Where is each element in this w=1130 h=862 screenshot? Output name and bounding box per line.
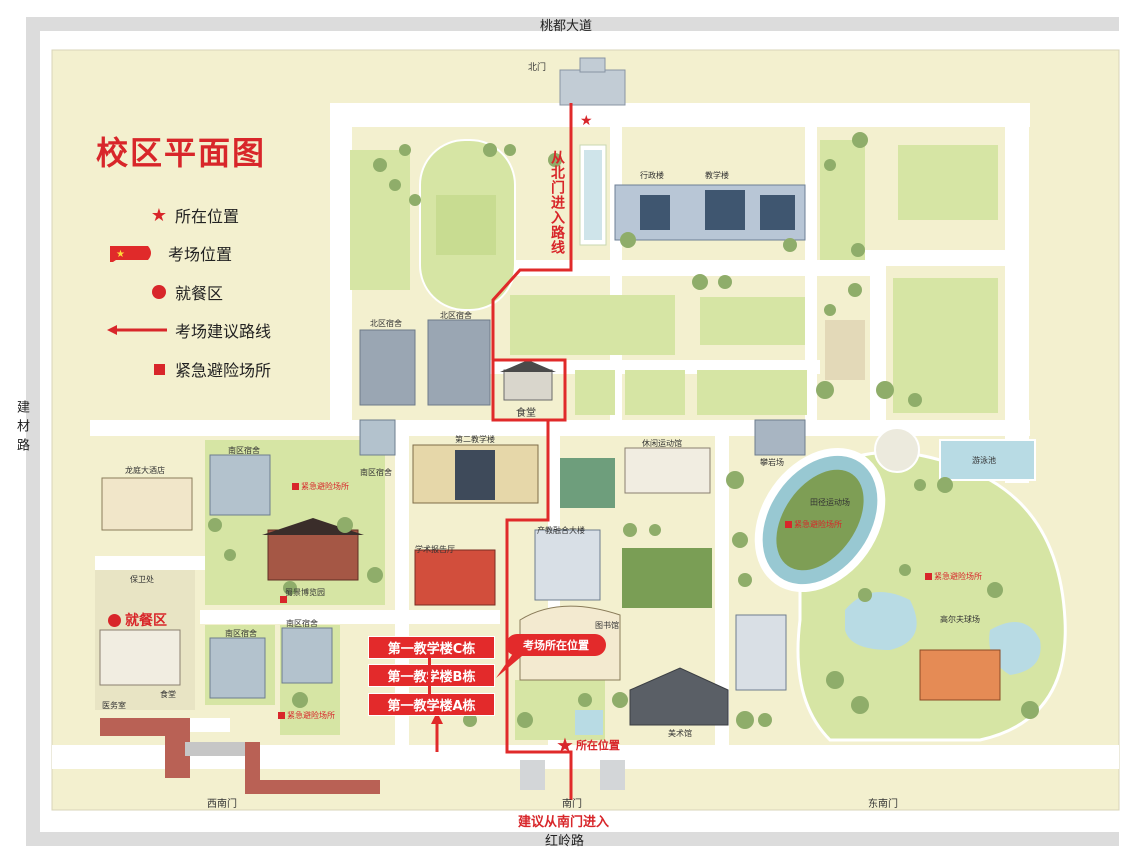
admin-label: 行政楼 [640, 171, 664, 180]
north-dorm-buildings [359, 319, 491, 406]
road-west [26, 17, 40, 846]
south-route-label: 建议从南门进入 [518, 815, 610, 830]
second-teaching-label: 第二教学楼 [455, 435, 495, 444]
road-south [26, 832, 1119, 846]
emergency-marker-2: 紧急避险场所 [785, 519, 842, 530]
south-gate-label: 南门 [562, 799, 582, 810]
south-dorm3-label: 南区宿舍 [225, 629, 257, 638]
golf-clubhouse [919, 649, 1001, 701]
exam-connector [428, 655, 431, 695]
leisure-gym-building [624, 447, 711, 494]
dot-icon [147, 285, 171, 299]
north-dorm1-label: 北区宿舍 [370, 319, 402, 328]
admin-teaching-building [614, 184, 806, 241]
industry-building-label: 产教融合大楼 [537, 526, 585, 535]
road-north-label: 桃都大道 [540, 19, 593, 34]
north-route-label: 从北门进入路线 [549, 150, 565, 255]
emergency-marker-3: 紧急避险场所 [925, 571, 982, 582]
emergency-marker-5 [280, 596, 289, 603]
exam-location-callout[interactable]: 考场所在位置 [506, 634, 606, 656]
south-dorm-building-4 [281, 627, 333, 684]
exam-building-c-button[interactable]: 第一教学楼C栋 [368, 636, 495, 659]
clinic-label: 医务室 [102, 701, 126, 710]
emergency-marker-4: 紧急避险场所 [278, 710, 335, 721]
arrow-left-icon [105, 324, 169, 336]
legend-location: ★ 所在位置 [147, 203, 239, 227]
south-dorm2-label: 南区宿舍 [360, 468, 392, 477]
square-icon [147, 363, 171, 375]
north-canteen-building [500, 360, 556, 401]
road-north [26, 17, 1119, 31]
road-south-label: 红岭路 [545, 834, 585, 849]
south-dorm-building-3 [209, 637, 266, 699]
north-dorm2-label: 北区宿舍 [440, 311, 472, 320]
hotel-label: 龙庭大酒店 [125, 466, 165, 475]
page-title: 校区平面图 [96, 134, 267, 172]
emergency-marker-1: 紧急避险场所 [292, 481, 349, 492]
star-icon: ★ [150, 204, 168, 226]
museum-label: 蜀景博览园 [285, 588, 325, 597]
industry-building [534, 529, 601, 601]
north-gate-label: 北门 [528, 63, 547, 73]
academic-hall-label: 学术报告厅 [415, 545, 455, 554]
north-canteen-label: 食堂 [516, 408, 536, 419]
svg-text:★: ★ [116, 249, 125, 260]
south-dorm1-label: 南区宿舍 [228, 446, 260, 455]
legend-route: 考场建议路线 [105, 318, 271, 342]
southeast-gate-label: 东南门 [868, 799, 898, 810]
south-dorm4-label: 南区宿舍 [286, 619, 318, 628]
current-location-marker: ★ 所在位置 [556, 733, 620, 757]
south-canteen-label: 食堂 [160, 690, 176, 699]
south-canteen-building [99, 629, 181, 686]
golf-label: 高尔夫球场 [940, 615, 980, 624]
north-gate-building [559, 57, 626, 106]
art-museum-label: 美术馆 [668, 729, 692, 738]
track-label: 田径运动场 [810, 498, 850, 507]
teaching-label: 教学楼 [705, 171, 729, 180]
dining-area-label: 就餐区 [108, 610, 167, 630]
road-west-label: 建材路 [14, 400, 29, 457]
south-dorm-building-1 [209, 454, 271, 516]
museum-building [267, 529, 359, 581]
legend-emergency: 紧急避险场所 [147, 357, 271, 381]
legend-exam: ★ 考场位置 [108, 241, 232, 265]
south-dorm-building-2 [359, 419, 396, 456]
dot-icon [108, 613, 121, 627]
callout-pointer [496, 652, 522, 678]
rock-field-structure [754, 419, 806, 456]
security-label: 保卫处 [130, 575, 154, 584]
swimming-label: 游泳池 [972, 456, 996, 465]
legend-dining: 就餐区 [147, 280, 223, 304]
north-star-icon: ★ [580, 113, 593, 129]
leisure-gym-label: 休闲运动馆 [642, 439, 682, 448]
southwest-gate-label: 西南门 [207, 799, 237, 810]
flag-marker-icon: ★ [108, 244, 156, 262]
academic-hall-building [414, 549, 496, 606]
hotel-building [101, 477, 193, 531]
library-label: 图书馆 [595, 621, 619, 630]
art-museum-building [629, 667, 729, 726]
star-icon: ★ [556, 733, 574, 757]
exam-building-b-button[interactable]: 第一教学楼B栋 [368, 664, 495, 687]
rock-field-label: 攀岩场 [760, 458, 784, 467]
exam-building-a-button[interactable]: 第一教学楼A栋 [368, 693, 495, 716]
